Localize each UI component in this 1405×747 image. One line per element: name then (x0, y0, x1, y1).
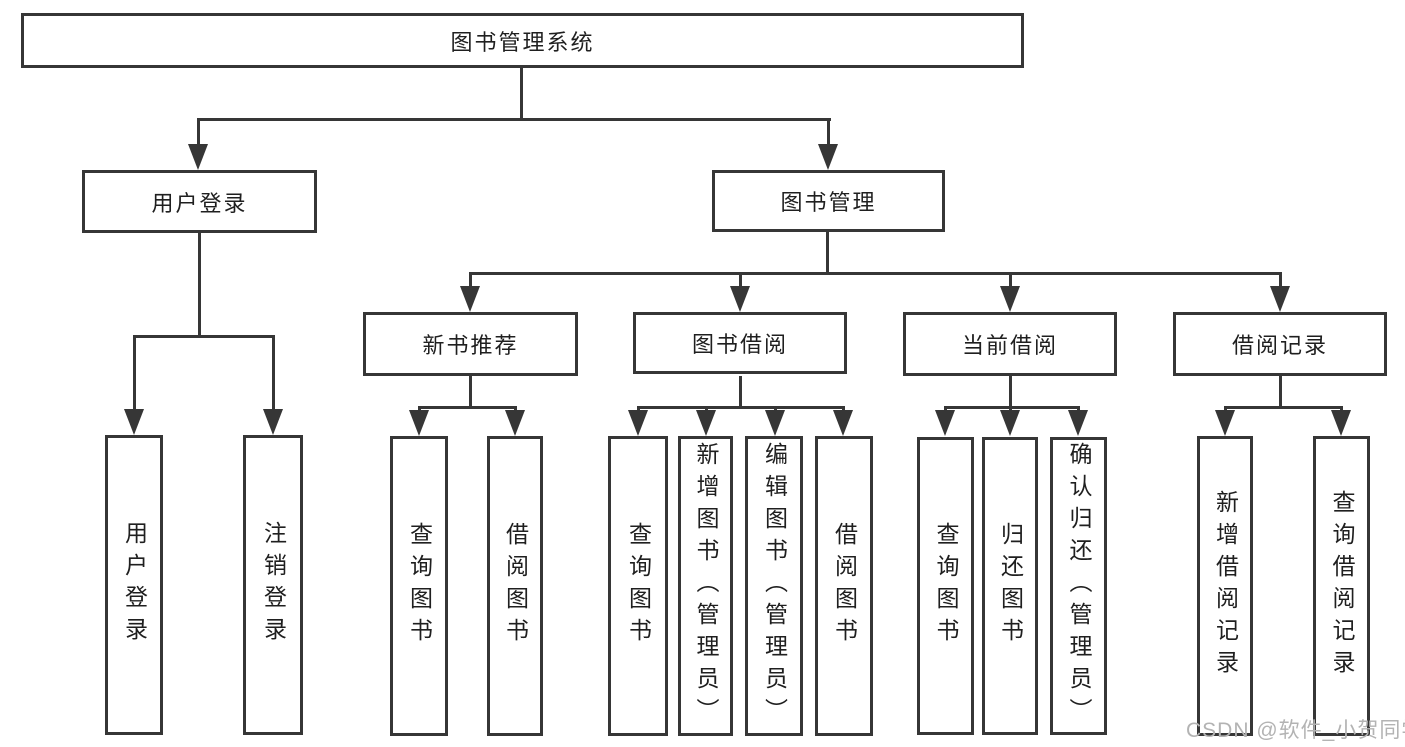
connector-hline (197, 118, 831, 121)
leaf-add-borrow-record: 新增借阅记录 (1197, 436, 1253, 736)
arrow-down-icon (696, 410, 716, 436)
connector-vline (469, 376, 472, 408)
leaf-query-borrow-record: 查询借阅记录 (1313, 436, 1370, 736)
arrow-down-icon (505, 410, 525, 436)
leaf-borrow-books-1: 借阅图书 (487, 436, 543, 736)
leaf-label: 查询图书 (933, 522, 959, 650)
connector-hline (469, 272, 1282, 275)
leaf-query-books-3: 查询图书 (917, 437, 974, 735)
leaf-label: 借阅图书 (502, 522, 529, 650)
connector-vline (272, 335, 275, 411)
connector-vline (827, 118, 830, 146)
arrow-down-icon (1331, 410, 1351, 436)
connector-vline (133, 335, 136, 411)
node-root: 图书管理系统 (21, 13, 1024, 68)
connector-hline (418, 406, 517, 409)
arrow-down-icon (409, 410, 429, 436)
leaf-add-book-admin: 新增图书（管理员） (678, 436, 733, 736)
leaf-return-book: 归还图书 (982, 437, 1038, 735)
connector-vline (739, 272, 742, 288)
leaf-label: 用户登录 (121, 521, 148, 649)
leaf-borrow-books-2: 借阅图书 (815, 436, 873, 736)
node-new-book-recommend: 新书推荐 (363, 312, 578, 376)
arrow-down-icon (1068, 410, 1088, 436)
leaf-user-login: 用户登录 (105, 435, 163, 735)
node-label: 图书借阅 (691, 332, 788, 357)
node-borrow-records: 借阅记录 (1173, 312, 1387, 376)
connector-vline (1279, 272, 1282, 288)
leaf-label: 注销登录 (260, 521, 287, 649)
leaf-label: 查询图书 (406, 522, 433, 650)
arrow-down-icon (818, 144, 838, 170)
connector-vline (197, 118, 200, 146)
connector-hline (133, 335, 275, 338)
watermark: CSDN @软件_小贺同学 (1186, 719, 1405, 742)
node-book-management: 图书管理 (712, 170, 945, 232)
leaf-label: 新增借阅记录 (1212, 490, 1239, 682)
node-label: 借阅记录 (1231, 333, 1328, 358)
arrow-down-icon (1000, 410, 1020, 436)
arrow-down-icon (1000, 286, 1020, 312)
node-book-borrow: 图书借阅 (633, 312, 847, 374)
connector-vline (739, 376, 742, 408)
connector-hline (1224, 406, 1342, 409)
leaf-logout: 注销登录 (243, 435, 303, 735)
node-root-label: 图书管理系统 (450, 29, 595, 55)
arrow-down-icon (935, 410, 955, 436)
arrow-down-icon (765, 410, 785, 436)
leaf-query-books-2: 查询图书 (608, 436, 668, 736)
leaf-label: 借阅图书 (831, 522, 858, 650)
node-label: 新书推荐 (422, 333, 519, 358)
connector-vline (1009, 376, 1012, 408)
leaf-edit-book-admin: 编辑图书（管理员） (745, 436, 803, 736)
connector-vline (520, 68, 523, 120)
leaf-label: 新增图书（管理员） (693, 442, 719, 730)
connector-hline (637, 406, 844, 409)
arrow-down-icon (460, 286, 480, 312)
node-label: 用户登录 (151, 190, 248, 216)
arrow-down-icon (833, 410, 853, 436)
connector-vline (1279, 376, 1282, 408)
connector-vline (469, 272, 472, 288)
arrow-down-icon (124, 409, 144, 435)
arrow-down-icon (188, 144, 208, 170)
leaf-label: 查询借阅记录 (1329, 490, 1355, 682)
connector-vline (1009, 272, 1012, 288)
connector-vline (198, 233, 201, 337)
arrow-down-icon (263, 409, 283, 435)
leaf-label: 查询图书 (625, 522, 652, 650)
arrow-down-icon (628, 410, 648, 436)
arrow-down-icon (730, 286, 750, 312)
node-label: 当前借阅 (961, 333, 1058, 358)
connector-vline (826, 232, 829, 274)
leaf-label: 归还图书 (997, 522, 1024, 650)
node-user-login: 用户登录 (82, 170, 317, 233)
leaf-query-books-1: 查询图书 (390, 436, 448, 736)
leaf-label: 确认归还（管理员） (1066, 442, 1092, 730)
leaf-label: 编辑图书（管理员） (761, 442, 788, 730)
node-label: 图书管理 (780, 190, 877, 215)
leaf-confirm-return-admin: 确认归还（管理员） (1050, 437, 1107, 735)
arrow-down-icon (1270, 286, 1290, 312)
node-current-borrow: 当前借阅 (903, 312, 1117, 376)
arrow-down-icon (1215, 410, 1235, 436)
